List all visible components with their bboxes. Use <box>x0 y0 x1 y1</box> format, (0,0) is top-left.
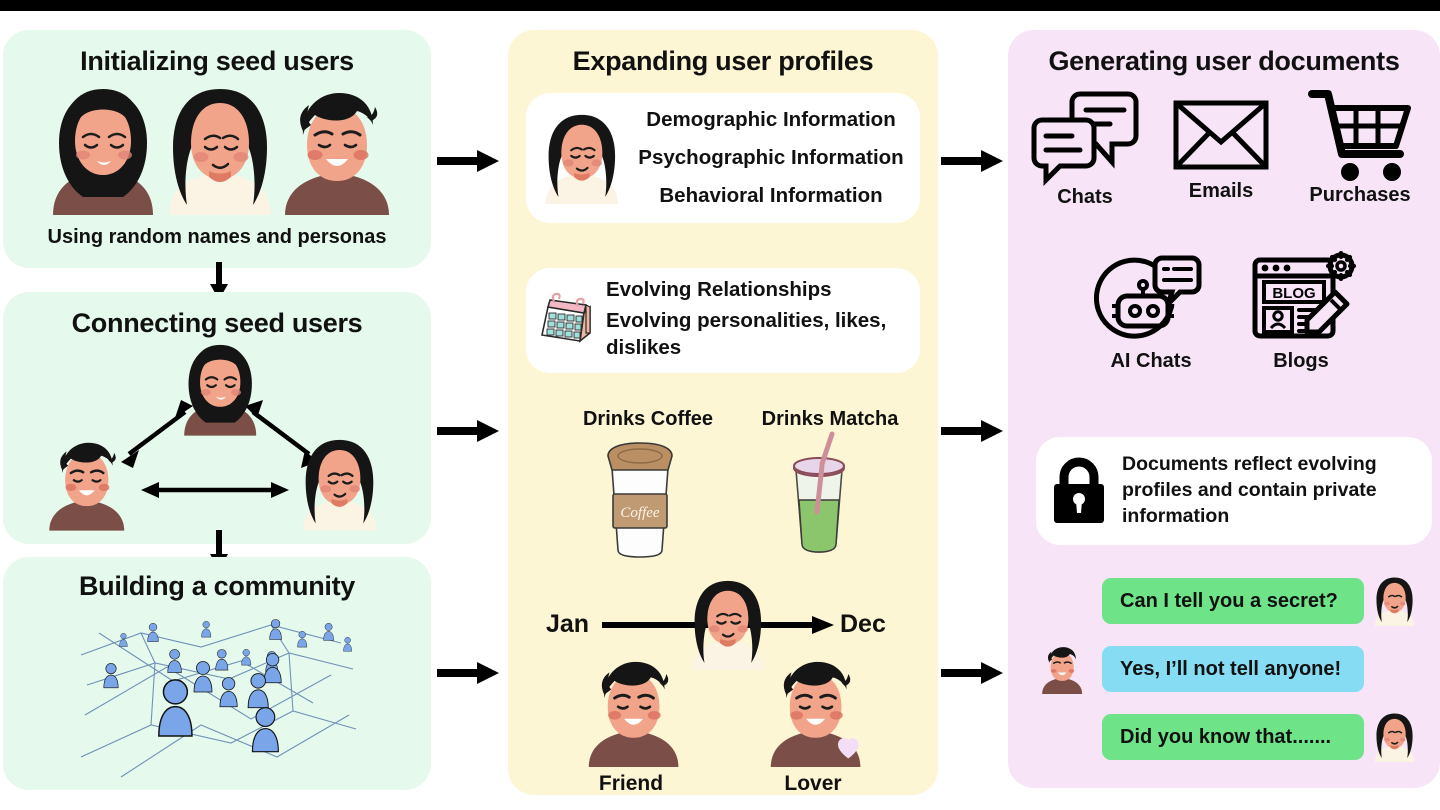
long-hair-woman-avatar <box>302 439 377 531</box>
shopping-cart-icon <box>1308 90 1411 181</box>
evolving-line-relationships: Evolving Relationships <box>606 277 832 301</box>
short-hair-man-avatar <box>285 93 389 215</box>
doc-type-ai-chats-label: AI Chats <box>1110 350 1192 372</box>
coffee-cup-text: Coffee <box>620 505 659 521</box>
friend-short-hair-man-avatar <box>588 661 679 767</box>
arrowhead-bottom-right <box>271 482 289 498</box>
right-title: Generating user documents <box>1048 46 1400 76</box>
timeline-start-label: Jan <box>546 610 590 638</box>
panel-building-community: Building a community <box>3 557 431 790</box>
panel-initializing-seed-users: Initializing seed users <box>3 30 431 268</box>
doc-type-blogs[interactable]: BLOG <box>1236 251 1366 373</box>
chat-bubbles-icon <box>1031 91 1139 187</box>
long-hair-woman-avatar <box>169 89 271 215</box>
robot-chat-icon <box>1094 255 1202 339</box>
long-hair-woman-avatar <box>545 114 618 204</box>
arrow-profiles-to-docs-bottom <box>941 662 1003 684</box>
conversation-block: Can I tell you a secret? Yes, I’ll not t… <box>1008 560 1440 780</box>
social-network-people-graphic <box>80 619 357 778</box>
init-title: Initializing seed users <box>80 46 354 76</box>
community-title: Building a community <box>78 571 355 601</box>
arrow-connect-to-profiles <box>437 420 499 442</box>
chat-bubble-2-avatar <box>1042 647 1083 694</box>
doc-types-row-2: AI Chats BLOG <box>1086 251 1366 373</box>
init-caption: Using random names and personas <box>47 226 387 248</box>
arrowhead-left-down <box>121 450 139 468</box>
evolving-line-personalities: Evolving personalities, likes, dislikes <box>606 309 887 359</box>
blog-page-icon: BLOG <box>1252 251 1356 339</box>
lock-icon <box>1054 457 1104 523</box>
chat-bubble-3[interactable]: Did you know that....... <box>1102 714 1364 760</box>
doc-type-blogs-label: Blogs <box>1273 350 1329 372</box>
friend-label: Friend <box>598 772 664 795</box>
doc-type-chats[interactable]: Chats <box>1022 86 1148 209</box>
drinks-coffee-label: Drinks Coffee <box>582 408 714 430</box>
bidirectional-arrow-left <box>127 410 187 456</box>
chat-bubble-3-avatar <box>1374 713 1415 762</box>
doc-type-chats-label: Chats <box>1057 186 1113 208</box>
doc-type-ai-chats[interactable]: AI Chats <box>1086 252 1216 373</box>
middle-title: Expanding user profiles <box>572 46 874 76</box>
panel-expanding-user-profiles: Expanding user profiles Demographic Info… <box>508 30 938 795</box>
doc-type-emails-label: Emails <box>1188 180 1254 202</box>
bidirectional-arrow-right <box>251 410 311 456</box>
chat-bubble-2-text: Yes, I’ll not tell anyone! <box>1120 657 1342 680</box>
arrowhead-right-up <box>245 400 263 418</box>
panel-connecting-seed-users: Connecting seed users <box>3 292 431 544</box>
calendar-icon <box>541 292 591 343</box>
panel-generating-user-documents: Generating user documents Chats Emails <box>1008 30 1440 788</box>
arrow-profiles-to-docs-mid <box>941 420 1003 442</box>
arrowhead-bottom-left <box>141 482 159 498</box>
doc-types-row-1: Chats Emails Purchases <box>1022 86 1426 209</box>
short-hair-man-avatar <box>49 442 125 531</box>
chat-bubble-1-text: Can I tell you a secret? <box>1120 589 1338 612</box>
chat-bubble-2[interactable]: Yes, I’ll not tell anyone! <box>1102 646 1364 692</box>
hijab-woman-avatar <box>53 89 153 215</box>
doc-type-purchases[interactable]: Purchases <box>1294 86 1426 209</box>
blog-word: BLOG <box>1272 285 1315 302</box>
connect-title: Connecting seed users <box>71 308 363 338</box>
lover-label: Lover <box>784 772 842 795</box>
chat-bubble-1-avatar <box>1374 577 1415 626</box>
chat-bubble-1[interactable]: Can I tell you a secret? <box>1102 578 1364 624</box>
connect-graph <box>49 344 377 531</box>
doc-type-purchases-label: Purchases <box>1309 184 1411 206</box>
doc-type-emails[interactable]: Emails <box>1158 86 1284 209</box>
timeline-long-hair-woman-avatar <box>691 580 764 670</box>
pencil-icon <box>1304 289 1350 335</box>
profile-line-psychographic: Psychographic Information <box>638 145 904 169</box>
hijab-woman-avatar <box>184 344 257 436</box>
evolving-info-card: Evolving Relationships Evolving personal… <box>526 268 920 373</box>
lover-short-hair-man-avatar-with-heart <box>770 661 861 767</box>
arrowhead-left-up <box>175 400 193 418</box>
privacy-note-card: Documents reflect evolving profiles and … <box>1036 437 1432 545</box>
top-black-bar <box>0 0 1440 11</box>
envelope-icon <box>1173 100 1269 170</box>
privacy-note-text: Documents reflect evolving profiles and … <box>1122 453 1377 527</box>
chat-bubble-3-text: Did you know that....... <box>1120 725 1332 748</box>
matcha-drink-icon <box>793 431 845 553</box>
profile-line-demographic: Demographic Information <box>646 108 896 131</box>
heart-icon <box>837 738 859 759</box>
arrow-profiles-to-docs-top <box>941 150 1003 172</box>
profile-line-behavioral: Behavioral Information <box>659 183 883 207</box>
drinks-matcha-label: Drinks Matcha <box>761 408 899 430</box>
arrow-community-to-profiles <box>437 662 499 684</box>
arrow-init-to-profiles <box>437 150 499 172</box>
profile-info-card: Demographic Information Psychographic In… <box>526 93 920 223</box>
init-avatars-group <box>53 89 389 215</box>
timeline-end-label: Dec <box>840 610 886 638</box>
coffee-cup-icon: Coffee <box>607 442 673 558</box>
gear-icon <box>1326 251 1356 281</box>
